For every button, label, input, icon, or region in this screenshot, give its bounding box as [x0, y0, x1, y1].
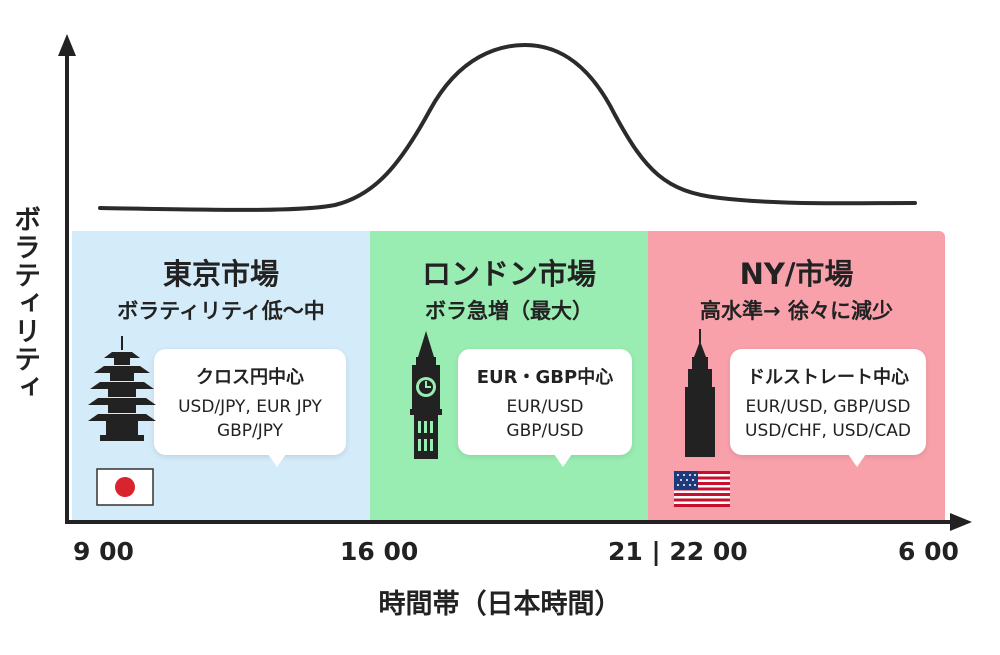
london-pair-line-1: EUR/USD	[506, 397, 584, 417]
tick-9: 9 00	[73, 537, 134, 566]
tick-21-22: 21 | 22 00	[608, 537, 748, 566]
london-bubble-title: EUR・GBP中心	[476, 367, 614, 388]
ny-title: NY/市場	[739, 257, 854, 291]
ny-bubble-title: ドルストレート中心	[747, 367, 909, 388]
tokyo-subtitle: ボラティリティ低〜中	[117, 299, 325, 323]
x-axis-arrow-icon	[950, 513, 972, 531]
tokyo-pair-line-1: USD/JPY, EUR JPY	[178, 397, 322, 417]
ny-pair-line-2: USD/CHF, USD/CAD	[745, 421, 911, 441]
pagoda-icon	[88, 336, 156, 441]
ny-subtitle: 高水準→ 徐々に減少	[700, 299, 893, 323]
london-panel: ロンドン市場 ボラ急増（最大） EUR・GBP中心 EUR/USD GBP/US…	[370, 231, 648, 522]
skyscraper-icon	[685, 329, 715, 457]
london-subtitle: ボラ急増（最大）	[425, 299, 593, 323]
usa-flag-icon	[674, 471, 730, 507]
ny-panel: NY/市場 高水準→ 徐々に減少 ドルストレート中心 EUR/USD, GBP/…	[648, 231, 945, 522]
ny-pair-line-1: EUR/USD, GBP/USD	[745, 397, 911, 417]
x-axis-label: 時間帯（日本時間）	[378, 589, 622, 620]
tokyo-bubble-title: クロス円中心	[196, 367, 304, 388]
tick-16: 16 00	[340, 537, 419, 566]
tokyo-panel: 東京市場 ボラティリティ低〜中 クロス円中心 USD/JPY, EUR JPY …	[72, 231, 370, 522]
tokyo-bubble: クロス円中心 USD/JPY, EUR JPY GBP/JPY	[154, 349, 346, 467]
tokyo-title: 東京市場	[162, 257, 279, 291]
y-axis-label: ボラティリティ	[9, 205, 40, 401]
ny-bubble: ドルストレート中心 EUR/USD, GBP/USD USD/CHF, USD/…	[730, 349, 926, 467]
volatility-curve	[98, 42, 917, 212]
y-axis-arrow-icon	[58, 34, 76, 56]
london-pair-line-2: GBP/USD	[506, 421, 584, 441]
big-ben-icon	[410, 331, 442, 459]
london-bubble: EUR・GBP中心 EUR/USD GBP/USD	[458, 349, 632, 467]
tokyo-pair-line-2: GBP/JPY	[216, 421, 284, 441]
london-title: ロンドン市場	[421, 257, 596, 291]
japan-flag-icon	[96, 468, 154, 506]
tick-6: 6 00	[898, 537, 959, 566]
